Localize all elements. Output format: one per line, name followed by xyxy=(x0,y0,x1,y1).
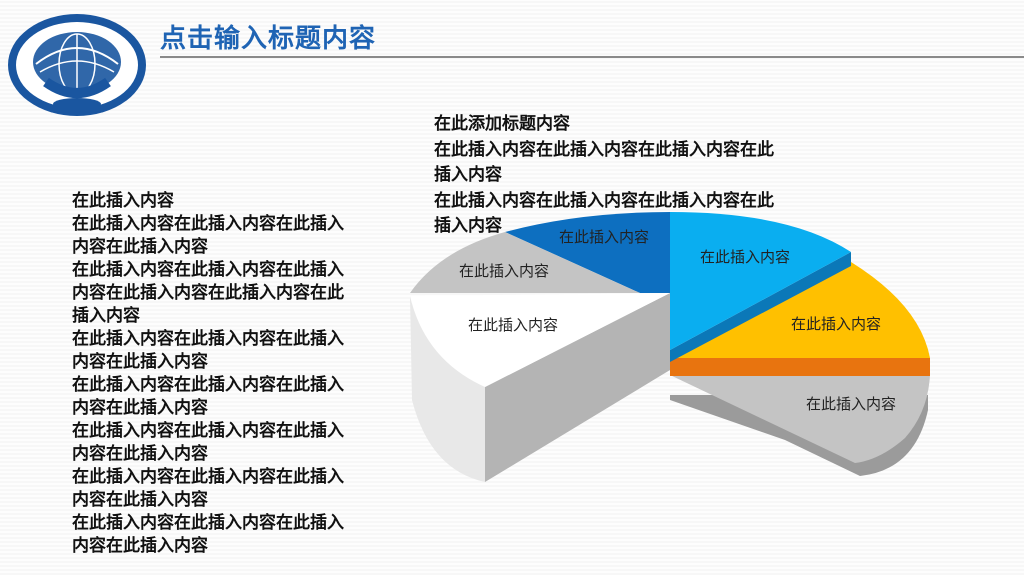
pie-segment-orange xyxy=(670,358,930,376)
page-title: 点击输入标题内容 xyxy=(160,24,377,54)
pie-label-yellow: 在此插入内容 xyxy=(791,315,881,333)
left-paragraph: 在此插入内容在此插入内容在此插入内容在此插入内容在此插入内容在此插入内容 xyxy=(72,260,344,326)
pie-segment-white xyxy=(410,293,670,387)
top-paragraph: 在此插入内容在此插入内容在此插入内容在此插入内容 xyxy=(434,190,774,237)
left-paragraph: 在此插入内容在此插入内容在此插入内容在此插入内容 xyxy=(72,467,344,510)
pie-segment-sky xyxy=(670,212,851,350)
logo-emblem-icon xyxy=(8,14,146,116)
pie-segment-yellow xyxy=(678,262,930,358)
pie-segment-gray-right xyxy=(670,375,930,463)
left-paragraph: 在此插入内容在此插入内容在此插入内容在此插入内容 xyxy=(72,214,344,257)
university-logo xyxy=(6,12,148,118)
pie-label-gray-left: 在此插入内容 xyxy=(459,262,549,280)
title-divider xyxy=(160,56,1024,58)
pie-label-white: 在此插入内容 xyxy=(468,316,558,334)
pie-segment-gray-left xyxy=(410,232,640,293)
left-paragraph: 在此插入内容在此插入内容在此插入内容在此插入内容 xyxy=(72,421,344,464)
pie-label-gray-right: 在此插入内容 xyxy=(806,395,896,413)
pie-label-blue: 在此插入内容 xyxy=(559,228,649,246)
top-text-block: 在此添加标题内容 在此插入内容在此插入内容在此插入内容在此插入内容 在此插入内容… xyxy=(434,112,784,240)
left-heading: 在此插入内容 xyxy=(72,191,174,211)
left-paragraph: 在此插入内容在此插入内容在此插入内容在此插入内容 xyxy=(72,375,344,418)
pie-side-sky xyxy=(670,252,851,362)
pie-side-white-front xyxy=(485,293,670,482)
left-paragraph: 在此插入内容在此插入内容在此插入内容在此插入内容 xyxy=(72,513,344,556)
pie-segment-blue xyxy=(505,212,670,293)
top-heading: 在此添加标题内容 xyxy=(434,114,570,134)
top-paragraph: 在此插入内容在此插入内容在此插入内容在此插入内容 xyxy=(434,139,774,186)
left-text-block: 在此插入内容 在此插入内容在此插入内容在此插入内容在此插入内容 在此插入内容在此… xyxy=(72,190,352,558)
pie-label-sky: 在此插入内容 xyxy=(700,248,790,266)
pie-side-white-edge xyxy=(410,296,485,482)
left-paragraph: 在此插入内容在此插入内容在此插入内容在此插入内容 xyxy=(72,329,344,372)
